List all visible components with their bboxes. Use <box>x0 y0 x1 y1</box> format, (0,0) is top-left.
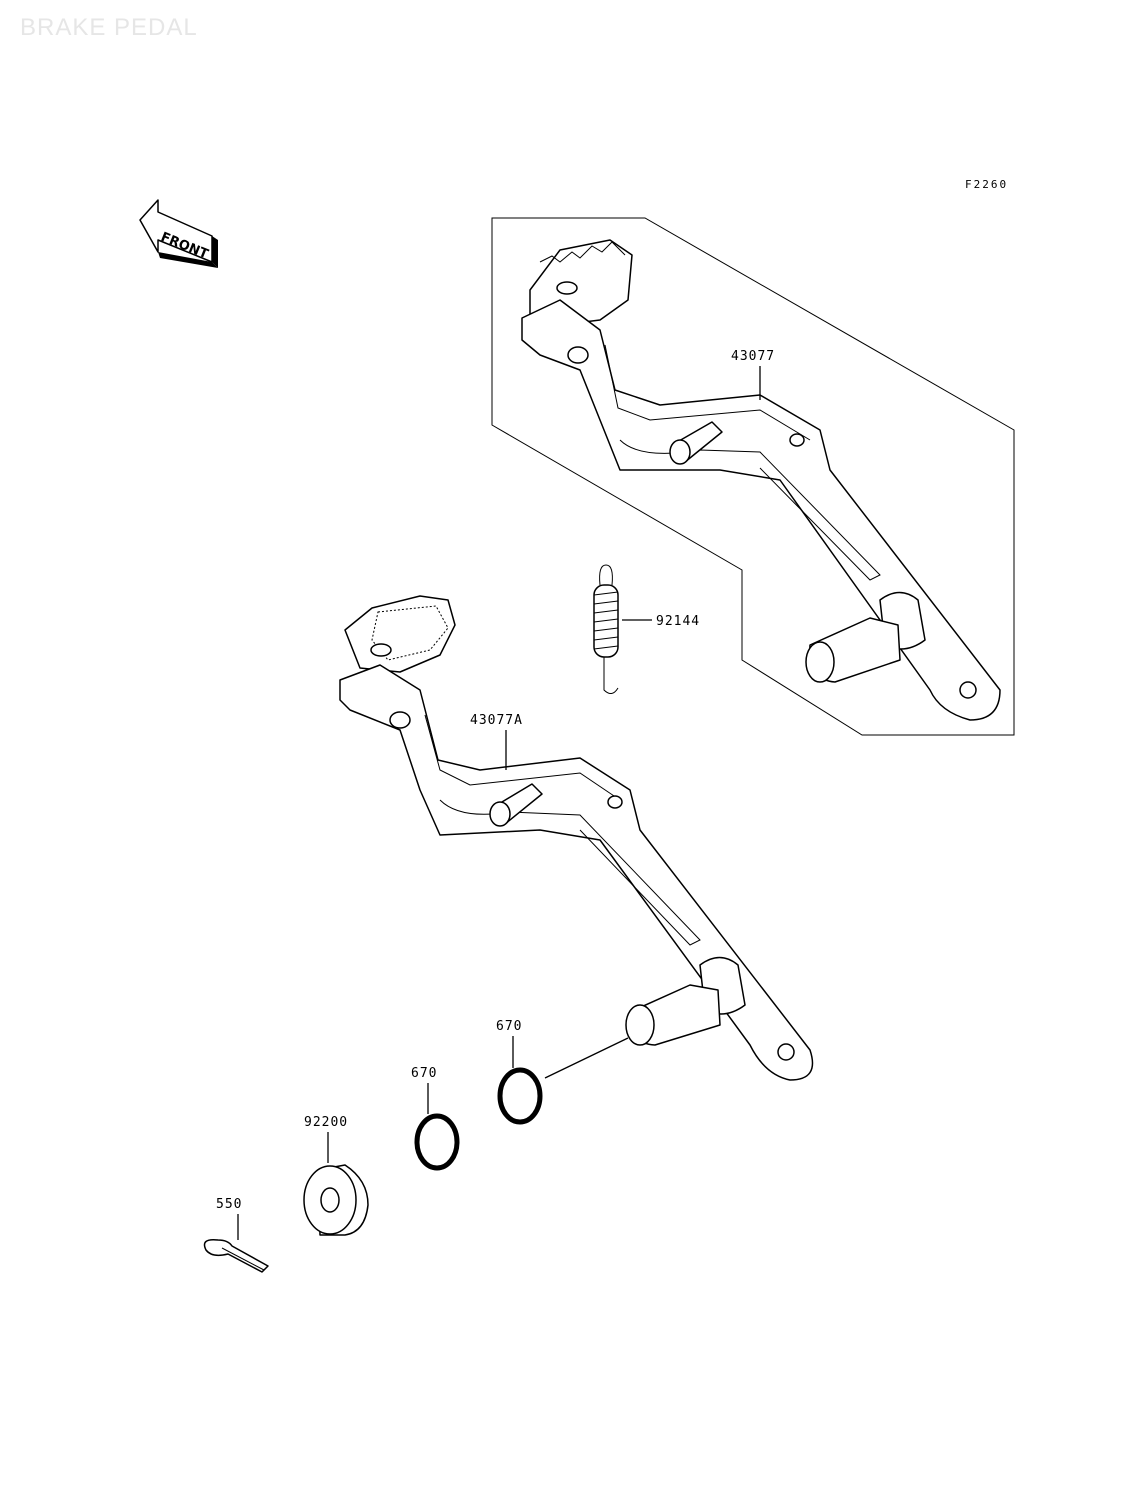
washer <box>303 1164 369 1236</box>
front-arrow-icon: FRONT <box>139 199 218 268</box>
callout-43077A: 43077A <box>470 713 523 728</box>
callout-92200: 92200 <box>304 1115 348 1130</box>
brake-pedal-upper <box>521 239 1001 721</box>
figure-code: F2260 <box>965 178 1009 191</box>
o-ring-left <box>414 1113 460 1171</box>
return-spring <box>593 564 619 694</box>
callout-92144: 92144 <box>656 614 700 629</box>
o-ring-right <box>497 1067 543 1125</box>
callout-670-right: 670 <box>496 1019 522 1034</box>
callout-670-left: 670 <box>411 1066 437 1081</box>
callout-550: 550 <box>216 1197 242 1212</box>
page-title: BRAKE PEDAL <box>20 14 198 41</box>
cotter-pin <box>203 1238 269 1273</box>
brake-pedal-lower <box>339 595 814 1081</box>
assembly-frame <box>491 217 1015 736</box>
callout-43077: 43077 <box>731 349 775 364</box>
